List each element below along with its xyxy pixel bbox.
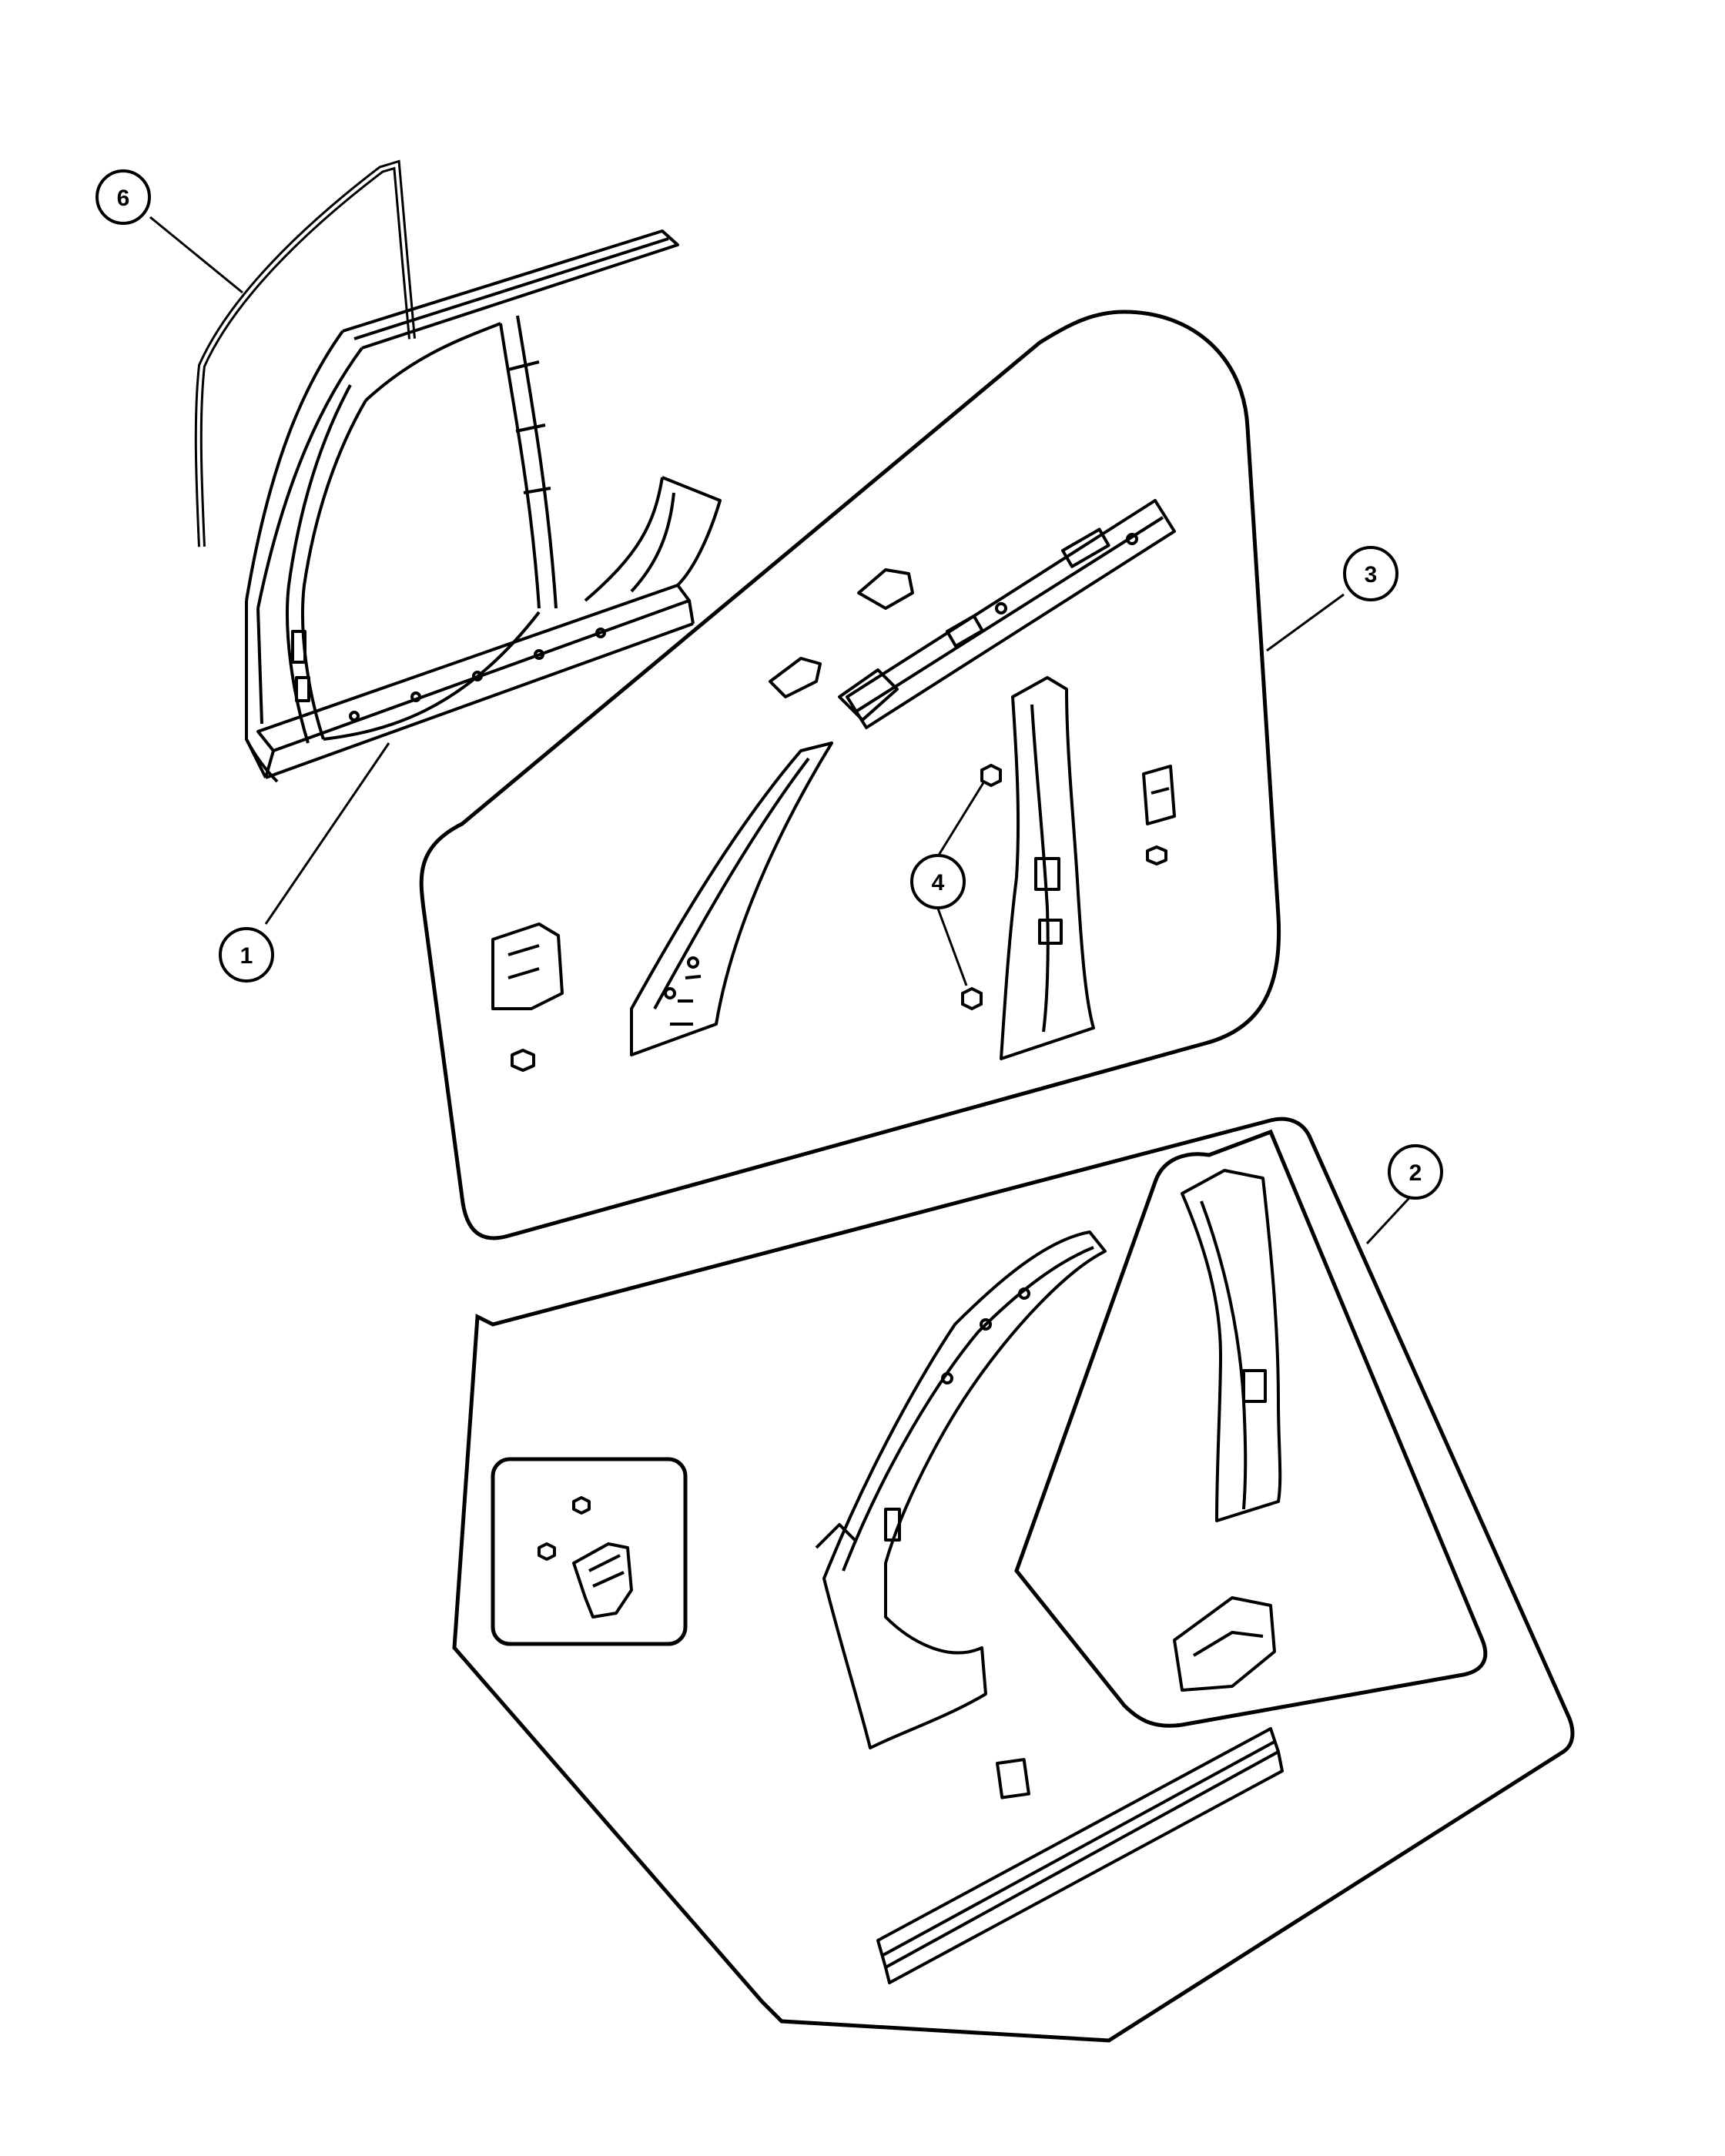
inner-panel-components [491, 499, 1176, 1072]
weatherstrip-seal [194, 159, 416, 547]
group-2-boundary [452, 1116, 1575, 2043]
callout-2-label: 2 [1409, 1160, 1422, 1186]
callout-4: 4 [910, 854, 966, 909]
group-2-inset-box [491, 1457, 688, 1646]
callout-6: 6 [95, 169, 151, 225]
callout-2: 2 [1388, 1144, 1443, 1200]
callout-1-label: 1 [240, 943, 253, 969]
group-2-inner-panel [1014, 1129, 1488, 1728]
fastener-nuts [961, 763, 1002, 1011]
callout-3-label: 3 [1365, 562, 1378, 588]
reinforcement-components [538, 1169, 1284, 1984]
leader-lines [149, 216, 1419, 1245]
callout-6-label: 6 [117, 186, 130, 211]
body-side-aperture-panel [245, 229, 722, 783]
callout-3: 3 [1343, 546, 1398, 601]
callout-1: 1 [219, 927, 274, 983]
group-3-boundary [419, 310, 1281, 1240]
callout-4-label: 4 [932, 870, 945, 896]
